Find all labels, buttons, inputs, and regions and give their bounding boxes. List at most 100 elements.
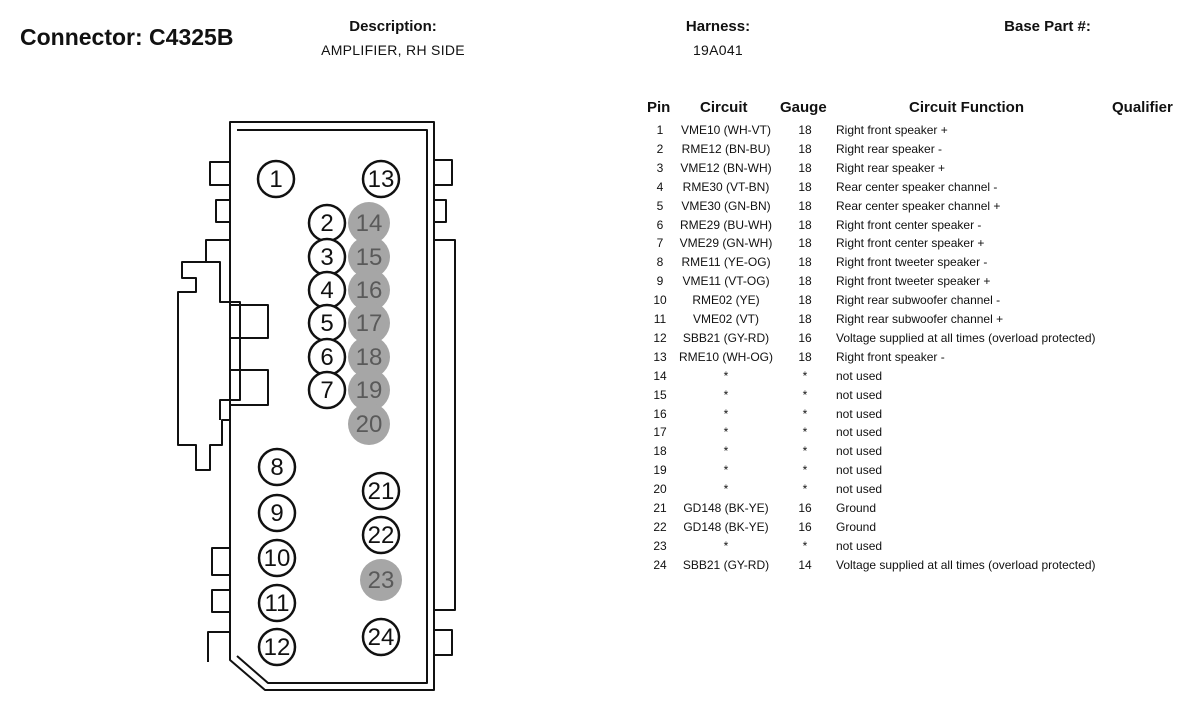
pin-label: 11: [265, 590, 290, 617]
pin-cell: 18: [653, 444, 667, 459]
pin-cell: 8: [656, 255, 664, 270]
function-cell: not used: [836, 406, 883, 421]
function-cell: Right front center speaker +: [836, 236, 985, 251]
pin-circle: [361, 471, 401, 511]
pin-circle: [257, 447, 297, 487]
circuit-cell: RME29 (BU-WH): [680, 217, 772, 232]
pin-circle: [361, 515, 401, 555]
pin-label: 22: [368, 522, 395, 549]
table-row: 14**not used: [0, 366, 1199, 385]
circuit-cell: *: [723, 463, 729, 478]
pin-circle: [361, 617, 401, 657]
circuit-cell: *: [723, 425, 729, 440]
gauge-cell: 18: [798, 198, 812, 213]
pin-label: 20: [356, 411, 383, 438]
function-cell: Ground: [836, 501, 877, 515]
circuit-cell: *: [723, 387, 729, 402]
table-row: 15**not used: [0, 385, 1199, 404]
harness-label: Harness:: [685, 18, 751, 35]
circuit-cell: GD148 (BK-YE): [683, 501, 769, 515]
pin-circle: [307, 370, 347, 410]
function-cell: not used: [836, 463, 883, 478]
pin-circle: [348, 369, 390, 411]
pin-cell: 22: [653, 519, 667, 534]
gauge-cell: 16: [798, 501, 812, 515]
table-row: 16**not used: [0, 404, 1199, 423]
function-cell: Right front tweeter speaker +: [836, 274, 991, 289]
pin-cell: 14: [653, 368, 667, 383]
function-cell: not used: [836, 387, 883, 402]
circuit-cell: GD148 (BK-YE): [683, 519, 769, 534]
pin-18: 18: [348, 336, 390, 378]
gauge-cell: 16: [798, 519, 812, 534]
pin-13: 13: [361, 159, 401, 199]
table-row: 23**not used: [0, 536, 1199, 555]
function-cell: not used: [836, 444, 883, 459]
gauge-cell: 18: [798, 255, 812, 270]
gauge-cell: 18: [798, 236, 812, 251]
function-cell: Right rear speaker +: [836, 160, 946, 175]
circuit-cell: *: [723, 406, 729, 421]
gauge-cell: 18: [798, 160, 812, 175]
pin-14: 14: [348, 202, 390, 244]
pin-label: 16: [356, 277, 383, 304]
function-cell: not used: [836, 538, 883, 553]
gauge-cell: 18: [798, 217, 812, 232]
column-header-gauge: Gauge: [780, 99, 827, 116]
function-cell: Right rear subwoofer channel -: [836, 293, 1001, 308]
pin-label: 4: [320, 277, 333, 304]
pin-cell: 6: [656, 217, 664, 232]
circuit-cell: *: [723, 444, 729, 459]
pin-cell: 1: [656, 123, 664, 137]
pin-label: 17: [356, 310, 383, 337]
pin-label: 23: [368, 567, 395, 594]
pin-cell: 4: [656, 179, 664, 194]
pin-label: 19: [356, 377, 383, 404]
pin-9: 9: [257, 493, 297, 533]
pin-23: 23: [360, 559, 402, 601]
pin-label: 5: [320, 310, 333, 337]
circuit-cell: SBB21 (GY-RD): [682, 557, 770, 572]
pin-circle: [348, 202, 390, 244]
column-header-qualifier: Qualifier: [1112, 99, 1173, 116]
circuit-cell: *: [723, 368, 729, 383]
pin-label: 9: [270, 500, 283, 527]
pin-cell: 16: [653, 406, 667, 421]
pin-cell: 7: [656, 236, 664, 251]
pin-cell: 19: [653, 463, 667, 478]
pin-cell: 2: [656, 141, 664, 156]
pin-label: 8: [270, 454, 283, 481]
table-row: 17**not used: [0, 422, 1199, 441]
pin-label: 13: [368, 166, 395, 193]
circuit-cell: VME12 (BN-WH): [680, 160, 772, 175]
function-cell: Right front speaker -: [836, 349, 945, 364]
function-cell: Right rear speaker -: [836, 141, 943, 156]
circuit-cell: RME10 (WH-OG): [679, 349, 773, 364]
pin-label: 3: [320, 244, 333, 271]
gauge-cell: *: [802, 387, 808, 402]
description-label: Description:: [349, 18, 437, 35]
function-cell: Voltage supplied at all times (overload …: [836, 557, 1096, 572]
pin-24: 24: [361, 617, 401, 657]
pin-label: 21: [368, 478, 395, 505]
pin-circle: [257, 627, 297, 667]
pin-cell: 20: [653, 482, 667, 497]
pin-label: 1: [269, 166, 282, 193]
pin-label: 24: [368, 624, 395, 651]
circuit-cell: SBB21 (GY-RD): [682, 330, 770, 345]
pin-17: 17: [348, 302, 390, 344]
pin-10: 10: [257, 538, 297, 578]
circuit-cell: VME30 (GN-BN): [681, 198, 771, 213]
pin-cell: 9: [656, 274, 664, 289]
